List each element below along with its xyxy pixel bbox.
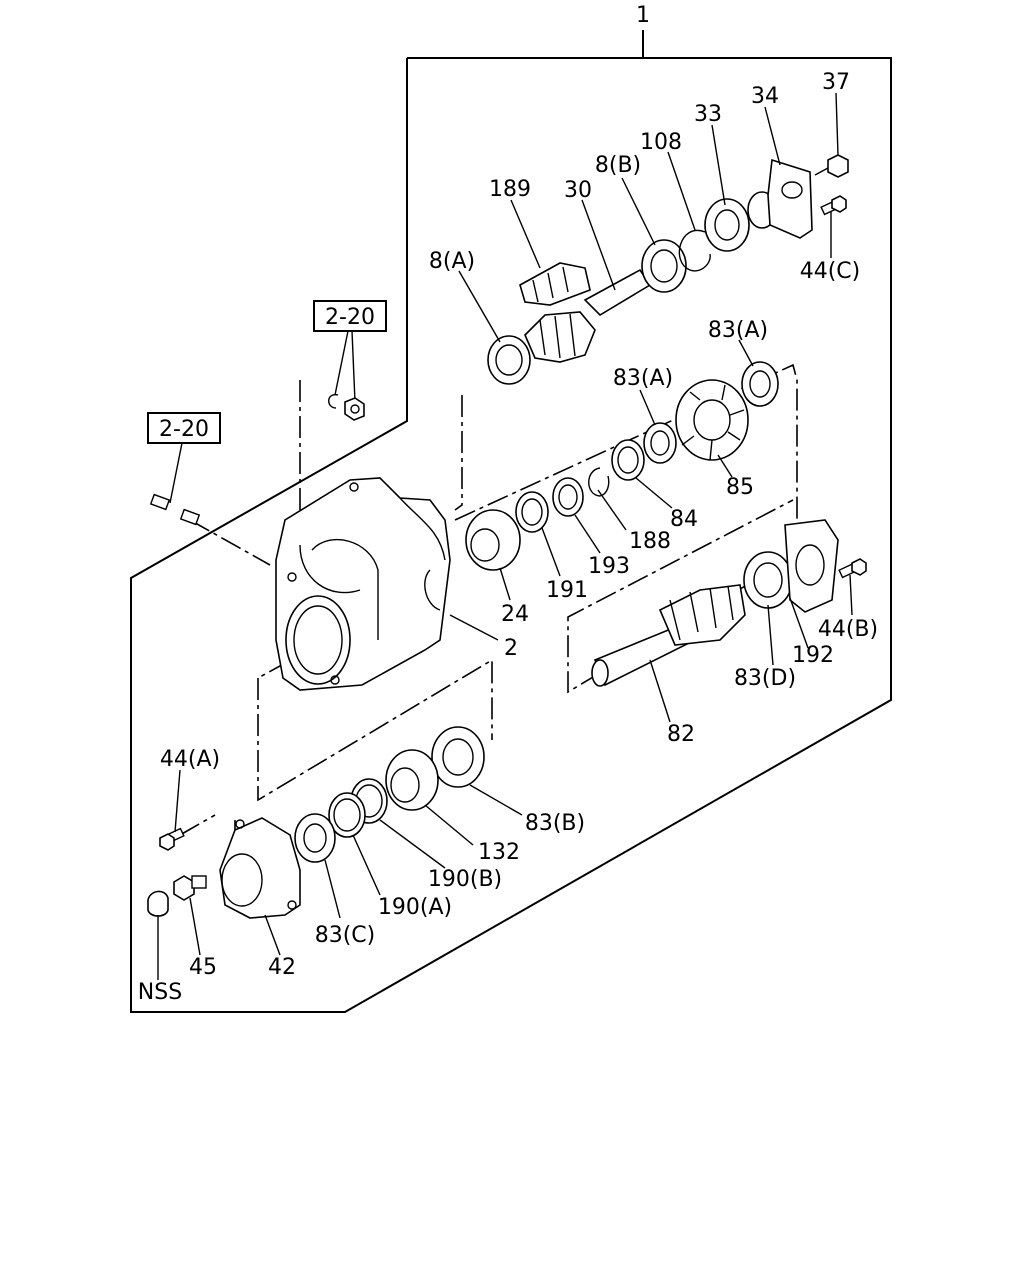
retainer-34[interactable] xyxy=(747,158,813,239)
reference-label-left: 2-20 xyxy=(159,417,209,442)
snap-ring-188[interactable] xyxy=(588,467,610,497)
label-82: 82 xyxy=(667,722,695,747)
leader-ref-left xyxy=(169,442,183,504)
leader-ref-top-b xyxy=(351,330,356,403)
reference-label-top: 2-20 xyxy=(325,305,375,330)
label-189: 189 xyxy=(489,177,531,202)
leader-lines xyxy=(157,92,853,980)
label-42: 42 xyxy=(268,955,296,980)
label-83a-mid: 83(A) xyxy=(613,366,673,391)
axis-line-left xyxy=(257,380,301,679)
label-44a: 44(A) xyxy=(160,747,220,772)
bolt-44a[interactable] xyxy=(159,827,185,851)
label-44b: 44(B) xyxy=(818,617,878,642)
cap-nss xyxy=(147,890,169,917)
label-24: 24 xyxy=(501,602,529,627)
label-190a: 190(A) xyxy=(378,895,452,920)
label-132: 132 xyxy=(478,840,520,865)
bearing-8b[interactable] xyxy=(641,239,687,293)
bearing-33[interactable] xyxy=(704,198,750,252)
label-8b: 8(B) xyxy=(595,153,641,178)
label-84: 84 xyxy=(670,507,698,532)
bearing-83d[interactable] xyxy=(743,551,793,609)
bearing-24[interactable] xyxy=(465,509,521,571)
axis-frame-right xyxy=(454,363,798,694)
reference-box-left[interactable]: 2-20 xyxy=(147,412,221,444)
label-83b: 83(B) xyxy=(525,811,585,836)
ring-193[interactable] xyxy=(552,477,584,517)
label-83c: 83(C) xyxy=(315,923,376,948)
gear-housing[interactable] xyxy=(275,477,451,691)
plug-45[interactable] xyxy=(173,875,207,901)
label-37: 37 xyxy=(822,70,850,95)
snap-ring-108[interactable] xyxy=(678,229,711,272)
assembly-boundary xyxy=(130,30,892,1013)
label-190b: 190(B) xyxy=(428,867,502,892)
sleeve-132[interactable] xyxy=(385,749,439,811)
cover-plate-192[interactable] xyxy=(784,519,839,613)
bolt-44c[interactable] xyxy=(820,195,847,216)
label-188: 188 xyxy=(629,529,671,554)
spacer-84[interactable] xyxy=(611,439,645,481)
label-193: 193 xyxy=(588,554,630,579)
nut-37[interactable] xyxy=(814,154,849,178)
label-108: 108 xyxy=(640,130,682,155)
bolt-44b[interactable] xyxy=(838,558,867,579)
clip-and-nut xyxy=(328,393,365,421)
label-83d: 83(D) xyxy=(734,666,796,691)
label-192: 192 xyxy=(792,643,834,668)
label-45: 45 xyxy=(189,955,217,980)
label-33: 33 xyxy=(694,102,722,127)
bearing-83c[interactable] xyxy=(294,813,336,863)
label-83a-top: 83(A) xyxy=(708,318,768,343)
axis-line-studs xyxy=(189,519,271,566)
label-85: 85 xyxy=(726,475,754,500)
input-shaft-gear[interactable] xyxy=(524,268,652,363)
axis-line-upper xyxy=(454,395,463,511)
label-30: 30 xyxy=(564,178,592,203)
output-shaft-82[interactable] xyxy=(591,584,746,687)
needle-bearing-83a-top[interactable] xyxy=(741,361,779,407)
bearing-8a[interactable] xyxy=(487,335,531,385)
label-8a: 8(A) xyxy=(429,249,475,274)
label-nss: NSS xyxy=(138,980,182,1005)
label-2: 2 xyxy=(504,636,518,661)
gear-part-189[interactable] xyxy=(519,262,591,306)
axis-line-bolt xyxy=(179,814,216,836)
bearing-83b[interactable] xyxy=(431,726,485,788)
axis-frame-lower xyxy=(257,658,493,802)
ring-190a[interactable] xyxy=(328,792,366,838)
label-34: 34 xyxy=(751,84,779,109)
assembly-callout: 1 xyxy=(636,3,650,28)
rear-cover-42[interactable] xyxy=(219,817,301,919)
reference-box-top[interactable]: 2-20 xyxy=(313,300,387,332)
ring-191[interactable] xyxy=(515,491,549,533)
counter-gear-85[interactable] xyxy=(675,379,749,461)
stud-bolts xyxy=(149,493,201,526)
leader-ref-top-a xyxy=(334,330,349,396)
needle-bearing-83a-mid[interactable] xyxy=(643,422,677,464)
label-191: 191 xyxy=(546,578,588,603)
label-44c: 44(C) xyxy=(800,259,861,284)
